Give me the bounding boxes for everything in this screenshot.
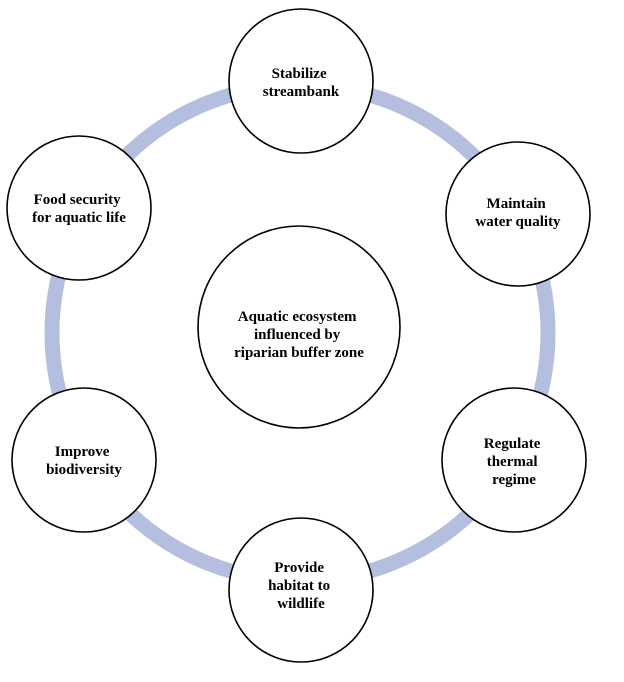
node-label-line: habitat to <box>268 578 330 594</box>
node-label-line: thermal <box>487 454 538 470</box>
node-label-line: wildlife <box>277 596 325 612</box>
node-label-line: regime <box>492 472 536 488</box>
node-label: Improve biodiversity <box>46 444 122 478</box>
node-label-line: Food security <box>34 192 122 208</box>
node-label-line: Provide <box>274 560 324 576</box>
node-label-line: for aquatic life <box>32 210 126 226</box>
node-provide-habitat-to-wildlife: Provide habitat to wildlife <box>228 517 374 663</box>
node-circle <box>228 8 374 154</box>
node-circle <box>11 387 157 533</box>
node-circle <box>445 141 591 287</box>
node-maintain-water-quality: Maintain water quality <box>445 141 591 287</box>
node-circle <box>6 135 152 281</box>
node-label: Regulate thermal regime <box>484 436 544 488</box>
node-label: Maintain water quality <box>475 196 561 230</box>
center-circle <box>197 225 401 429</box>
node-label: Food security for aquatic life <box>32 192 126 226</box>
node-improve-biodiversity: Improve biodiversity <box>11 387 157 533</box>
center-node: Aquatic ecosystem influenced by riparian… <box>197 225 401 429</box>
center-label-line: Aquatic ecosystem <box>238 309 357 325</box>
node-stabilize-streambank: Stabilize streambank <box>228 8 374 154</box>
center-label: Aquatic ecosystem influenced by riparian… <box>234 309 364 361</box>
node-label-line: biodiversity <box>46 462 122 478</box>
node-label-line: streambank <box>263 84 340 100</box>
node-label: Provide habitat to wildlife <box>268 560 334 612</box>
node-label-line: Improve <box>55 444 110 460</box>
node-circle <box>228 517 374 663</box>
node-label: Stabilize streambank <box>263 66 340 100</box>
node-label-line: Maintain <box>487 196 547 212</box>
center-label-line: riparian buffer zone <box>234 345 364 361</box>
node-food-security-for-aquatic-life: Food security for aquatic life <box>6 135 152 281</box>
node-label-line: Stabilize <box>272 66 327 82</box>
center-label-line: influenced by <box>254 327 341 343</box>
node-label-line: Regulate <box>484 436 541 452</box>
node-label-line: water quality <box>475 214 561 230</box>
node-regulate-thermal-regime: Regulate thermal regime <box>441 387 587 533</box>
node-circle <box>441 387 587 533</box>
